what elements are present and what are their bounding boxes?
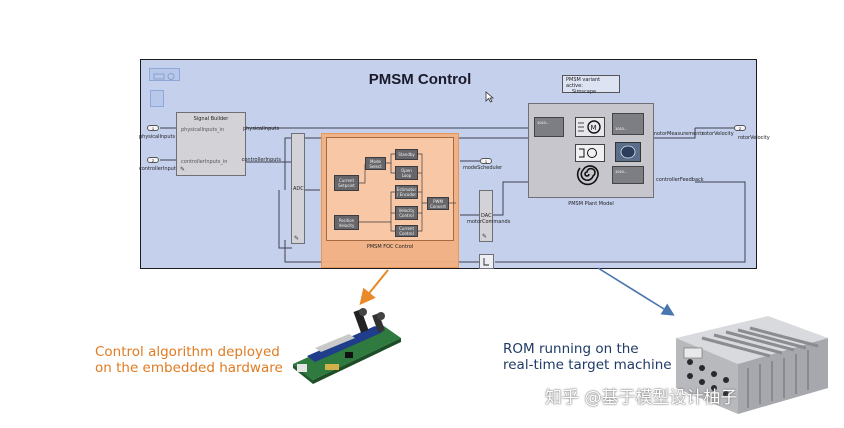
plant-readout-value-3: 1010...: [615, 169, 628, 174]
target-machine-illustration: [676, 316, 828, 414]
adc-pencil-icon: ✎: [294, 236, 300, 242]
plant-readout-1: 1010...: [534, 117, 564, 137]
plant-switch-icon: [575, 144, 605, 162]
signal-motor-measurements: motorMeasurements: [652, 131, 704, 137]
variant-line-2: Simscape: [572, 89, 597, 95]
motor-symbol-icon: M: [578, 120, 601, 134]
model-title: PMSM Control: [368, 71, 472, 88]
inertia-disk-icon: [620, 145, 636, 159]
spiral-icon: [576, 165, 599, 186]
signal-rotor-velocity-out: rotorVelocity: [738, 135, 770, 141]
wire-adc-down: [278, 190, 292, 249]
caption-left-line-1: Control algorithm deployed: [95, 344, 280, 360]
foc-current-setpoint[interactable]: Current Setpoint: [334, 175, 359, 191]
variant-line-1: PMSM variant active:: [566, 77, 601, 89]
foc-estimator[interactable]: Estimator / Encoder: [395, 185, 418, 199]
plant-readout-3: 1010...: [612, 166, 644, 184]
board-illustration: [293, 308, 401, 384]
foc-open-loop[interactable]: Open Loop: [395, 166, 418, 180]
foc-standby[interactable]: Standby: [395, 149, 418, 160]
delay-icon: [483, 258, 489, 266]
plant-readout-value-2: 1010...: [615, 126, 628, 131]
canvas-panel-widget[interactable]: [150, 90, 164, 107]
toolbar-icons: [153, 73, 175, 80]
inport-1-label: physicalInputs: [139, 134, 176, 140]
dac-label: DAC: [481, 213, 492, 219]
builder-inner-label-1: physicalInputs_in: [181, 127, 225, 133]
edit-pencil-icon: ✎: [180, 167, 186, 173]
foc-position-velocity[interactable]: Position Velocity: [334, 215, 359, 230]
caption-left-line-2: on the embedded hardware: [95, 360, 283, 376]
foc-velocity-control[interactable]: Velocity Control: [395, 206, 418, 220]
caption-right: ROM running on the real-time target mach…: [503, 341, 672, 373]
caption-right-line-1: ROM running on the: [503, 341, 639, 357]
foc-mode-select[interactable]: Mode Select: [365, 157, 386, 170]
target-machine-image: [668, 298, 832, 418]
outport-1[interactable]: 1: [480, 158, 492, 164]
signal-builder-title: Signal Builder: [193, 116, 229, 122]
unit-delay-block[interactable]: [479, 254, 494, 269]
inport-2-label: controllerInputs: [139, 166, 179, 172]
cursor-shape: [485, 91, 495, 103]
builder-inner-label-2: controllerInputs_in: [181, 159, 228, 165]
dac-block[interactable]: DAC ✎: [479, 190, 493, 242]
watermark: 知乎 @基于模型设计柚子: [545, 388, 738, 408]
caption-left: Control algorithm deployed on the embedd…: [95, 344, 283, 376]
arrow-to-hardware: [359, 269, 389, 306]
plant-title: PMSM Plant Model: [568, 201, 614, 207]
canvas-toolbar-widget[interactable]: [149, 68, 180, 81]
mouse-cursor-icon: [485, 90, 495, 103]
plant-inertia-icon: [615, 142, 641, 162]
inport-2[interactable]: 2: [147, 157, 159, 163]
foc-title: PMSM FOC Control: [366, 244, 414, 250]
wire-dac-to-plant: [492, 181, 528, 216]
foc-current-control[interactable]: Current Control: [395, 225, 418, 237]
adc-label: ADC: [293, 186, 304, 192]
embedded-board-image: [285, 302, 405, 392]
outport-2[interactable]: 2: [734, 125, 746, 131]
plant-readout-value-1: 1010...: [537, 120, 550, 125]
plant-load-spiral-icon: [571, 160, 607, 188]
adc-block[interactable]: ADC ✎: [291, 133, 305, 244]
wire-feedback-loop: [495, 181, 746, 263]
plant-readout-2: 1010...: [612, 113, 644, 135]
plant-motor-icon: M: [575, 117, 605, 137]
plant-model-block[interactable]: 1010... M 1010... 1010...: [528, 103, 654, 198]
variant-indicator[interactable]: PMSM variant active: Simscape: [562, 75, 620, 95]
signal-builder-block[interactable]: Signal Builder physicalInputs_in control…: [176, 112, 281, 176]
signal-rotor-velocity-in: rotorVelocity: [702, 131, 734, 137]
builder-port-label-1: physicalInputs: [242, 126, 279, 132]
signal-controller-feedback: controllerFeedback: [656, 177, 704, 183]
signal-motor-commands: motorCommands: [467, 219, 511, 225]
builder-port-label-2: controllerInputs: [241, 157, 281, 163]
svg-text:M: M: [591, 124, 597, 132]
wire-measurements-loop: [284, 128, 696, 190]
foc-pwm-convert[interactable]: PWM Convert: [427, 197, 449, 210]
caption-right-line-2: real-time target machine: [503, 357, 672, 373]
dac-pencil-icon: ✎: [482, 234, 488, 240]
arrow-to-target-machine: [597, 267, 675, 316]
rotation-sensor-icon: [579, 148, 597, 158]
signal-mode-scheduler: modeScheduler: [463, 165, 503, 171]
inport-1[interactable]: 1: [147, 125, 159, 131]
